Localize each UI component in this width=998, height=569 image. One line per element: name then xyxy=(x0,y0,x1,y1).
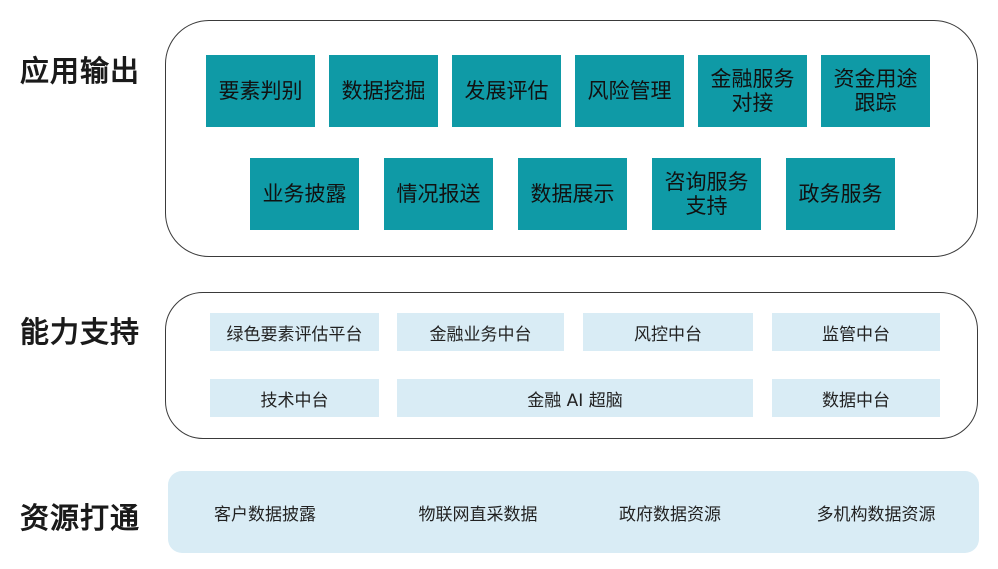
resource-item: 政府数据资源 xyxy=(619,505,721,525)
app-tile: 风险管理 xyxy=(575,55,684,127)
app-tile-label: 情况报送 xyxy=(396,182,481,206)
app-tile: 发展评估 xyxy=(452,55,561,127)
app-tile: 咨询服务 支持 xyxy=(652,158,761,230)
resources-layer-frame xyxy=(168,471,979,553)
resource-item: 客户数据披露 xyxy=(214,505,316,525)
app-tile: 业务披露 xyxy=(250,158,359,230)
app-tile-label: 政务服务 xyxy=(798,182,883,206)
app-tile-label: 要素判别 xyxy=(218,79,303,103)
app-tile: 数据挖掘 xyxy=(329,55,438,127)
app-tile-label: 风险管理 xyxy=(587,79,672,103)
app-tile: 资金用途 跟踪 xyxy=(821,55,930,127)
app-tile: 金融服务 对接 xyxy=(698,55,807,127)
app-tile-label: 业务披露 xyxy=(262,182,347,206)
app-tile-label: 资金用途 xyxy=(833,67,918,91)
resource-item: 多机构数据资源 xyxy=(816,505,936,525)
app-tile-label: 对接 xyxy=(731,91,774,115)
app-tile-label: 跟踪 xyxy=(854,91,897,115)
app-tile-label: 支持 xyxy=(685,194,728,218)
capability-cell: 数据中台 xyxy=(772,379,940,417)
app-tile: 政务服务 xyxy=(786,158,895,230)
app-tile: 情况报送 xyxy=(384,158,493,230)
layer-title-resources: 资源打通 xyxy=(20,501,141,535)
app-tile-label: 发展评估 xyxy=(464,79,549,103)
app-tile-label: 咨询服务 xyxy=(664,170,749,194)
app-tile-label: 金融服务 xyxy=(710,67,795,91)
capability-cell: 监管中台 xyxy=(772,313,940,351)
app-tile-label: 数据展示 xyxy=(530,182,615,206)
app-tile: 数据展示 xyxy=(518,158,627,230)
app-tile: 要素判别 xyxy=(206,55,315,127)
capability-cell: 绿色要素评估平台 xyxy=(210,313,379,351)
capability-cell: 技术中台 xyxy=(210,379,379,417)
app-tile-label: 数据挖掘 xyxy=(341,79,426,103)
resource-item: 物联网直采数据 xyxy=(418,505,538,525)
capability-cell: 风控中台 xyxy=(583,313,753,351)
capability-cell: 金融业务中台 xyxy=(397,313,564,351)
layer-title-capability: 能力支持 xyxy=(20,315,141,349)
layer-title-application: 应用输出 xyxy=(20,54,141,88)
capability-cell: 金融 AI 超脑 xyxy=(397,379,753,417)
